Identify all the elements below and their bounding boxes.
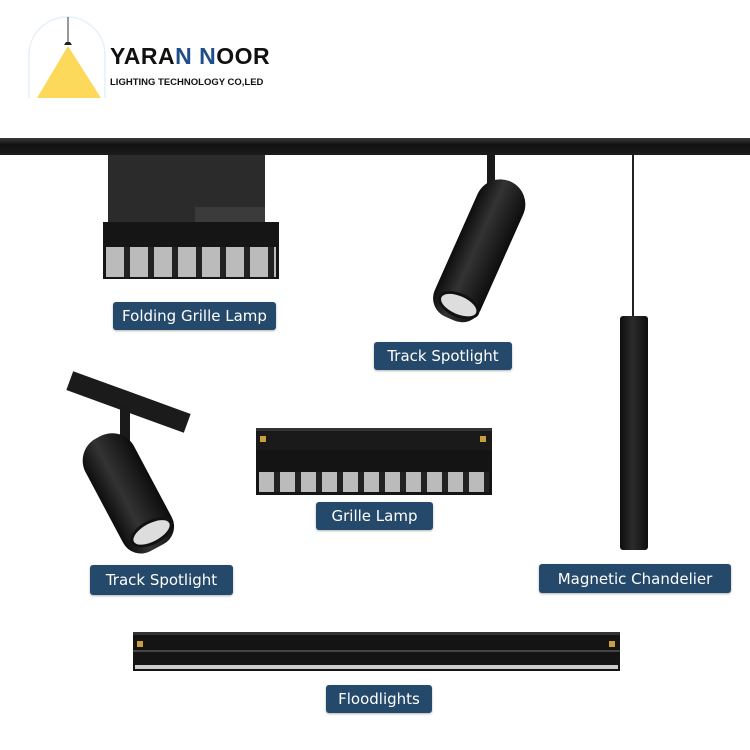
grille-lamp-label: Grille Lamp <box>316 502 433 530</box>
track-spotlight-label: Track Spotlight <box>374 342 512 370</box>
floodlights-label: Floodlights <box>326 685 432 713</box>
floodlight-image <box>133 632 620 671</box>
track-spotlight-image <box>487 155 495 195</box>
grille-lamp-image <box>256 428 492 495</box>
lamp-logo-icon <box>28 16 106 98</box>
brand-tagline: LIGHTING TECHNOLOGY CO,LED <box>110 77 264 88</box>
folding-grille-lamp-image <box>103 155 279 279</box>
logo: YARAN NOOR LIGHTING TECHNOLOGY CO,LED <box>25 15 275 105</box>
track-spotlight-2-label: Track Spotlight <box>90 565 233 595</box>
folding-grille-lamp-label: Folding Grille Lamp <box>113 302 276 330</box>
brand-name: YARA <box>110 43 176 69</box>
track-rail <box>0 138 750 155</box>
magnetic-chandelier-image <box>632 155 634 320</box>
magnetic-chandelier-label: Magnetic Chandelier <box>539 564 731 593</box>
